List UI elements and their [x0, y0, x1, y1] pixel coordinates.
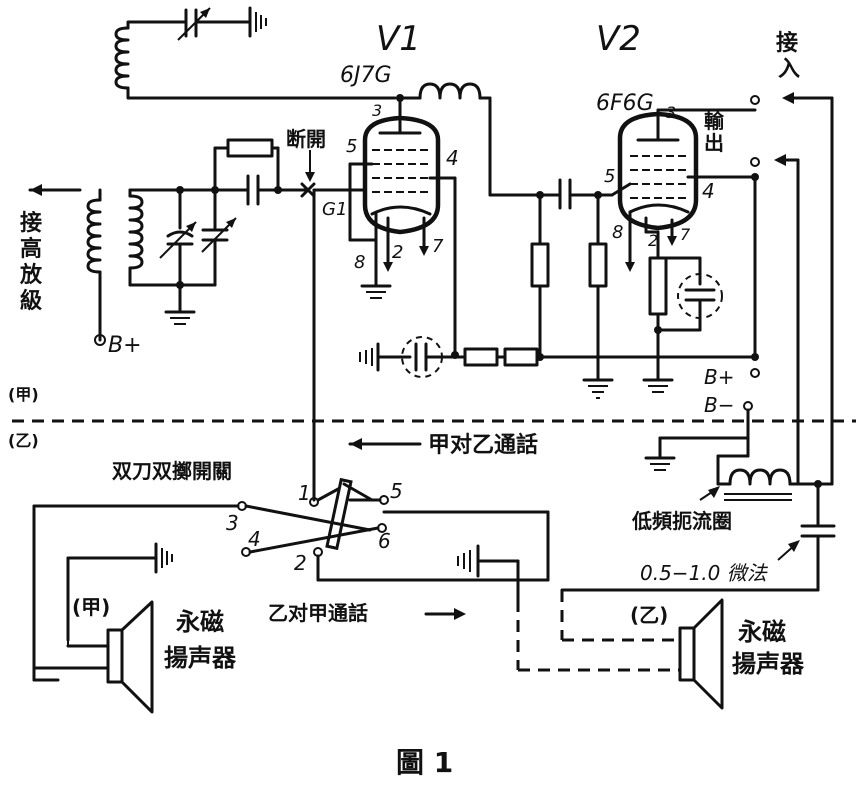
- left-arrow-to-hf: [28, 184, 82, 196]
- v2-pin-cathode: 8: [612, 222, 623, 243]
- v2-pin-screen: 4: [702, 179, 715, 203]
- dpdt-switch: [32, 188, 550, 682]
- v1-type-label: 6J7G: [340, 63, 392, 88]
- coupling-capacitor-input: [176, 174, 307, 206]
- choke-label: 低頻扼流圈: [631, 509, 732, 533]
- speaker-b: [516, 590, 724, 710]
- to-hf-amp-char-4: 級: [20, 288, 42, 314]
- interstage-coupling: [530, 178, 614, 399]
- to-hf-amp-char-1: 接: [20, 211, 42, 236]
- v2-pin-heater-b: 2: [648, 231, 658, 250]
- switch-terminal-6: 6: [378, 529, 391, 553]
- cathode-bypass-cap: [656, 256, 723, 332]
- b-minus-label: B−: [704, 393, 734, 417]
- plate-choke-coil: [398, 82, 562, 197]
- a-to-b-arrow: [348, 438, 422, 450]
- switch-terminal-4: 4: [248, 527, 261, 551]
- b-to-a-arrow: [424, 608, 466, 620]
- trimmer-capacitor: [177, 6, 267, 41]
- input-label-top: 接: [776, 31, 798, 56]
- v2-pin-plate: 3: [666, 103, 676, 122]
- v2-pin-heater-c: 7: [680, 225, 691, 244]
- v1-pin-plate: 3: [372, 101, 382, 120]
- speaker-a-ground: [66, 542, 173, 642]
- input-label-bottom: 入: [778, 57, 800, 82]
- v1-grid-label: G1: [322, 199, 347, 220]
- switch-terminal-2: 2: [294, 551, 307, 575]
- v1-pin-cathode: 4: [446, 146, 459, 170]
- b-plus-left-label: B+: [108, 333, 142, 358]
- v1-pin-screen: 5: [346, 136, 357, 157]
- speaker-b-name-1: 永磁: [738, 618, 786, 646]
- speaker-a-name-2: 揚声器: [164, 644, 237, 672]
- v1-ground-symbol: [360, 278, 392, 299]
- input-transformer: [86, 188, 237, 346]
- grid-leak-resistor: [213, 138, 280, 192]
- output-label-bottom: 出: [704, 131, 724, 155]
- tube-v2: [610, 108, 759, 393]
- v1-pin-heater-b: 2: [392, 242, 403, 263]
- antenna-coil: [114, 20, 397, 100]
- tube-v1: [348, 94, 457, 357]
- af-choke: [699, 436, 834, 501]
- v1-label: V1: [376, 19, 421, 59]
- a-to-b-label: 甲对乙通話: [428, 432, 538, 458]
- to-hf-amp-char-2: 高: [20, 236, 42, 262]
- switch-terminal-3: 3: [226, 511, 239, 535]
- v1-pin-heater-c: 7: [432, 236, 444, 257]
- switch-name-label: 双刀双擲開關: [112, 459, 232, 483]
- b-plus-right-label: B+: [704, 365, 734, 389]
- speaker-b-tag: (乙): [630, 603, 668, 627]
- break-switch-label: 断開: [286, 127, 326, 151]
- switch-terminal-1: 1: [298, 481, 311, 505]
- speaker-b-name-2: 揚声器: [732, 650, 805, 678]
- break-point-x: [300, 150, 367, 198]
- output-label-top: 輸: [704, 109, 725, 133]
- station-a-label: (甲): [8, 385, 39, 404]
- speaker-a-name-1: 永磁: [176, 608, 224, 636]
- station-b-label: (乙): [8, 431, 39, 450]
- v2-pin-grid: 5: [604, 166, 615, 187]
- v2-label: V2: [596, 19, 641, 59]
- speaker-a: [32, 600, 154, 714]
- decoupling-network: [359, 336, 757, 378]
- speaker-a-tag: (甲): [72, 595, 110, 619]
- coupling-capacitor-output: [560, 482, 836, 592]
- capacitor-value-label: 0.5−1.0 微法: [640, 561, 769, 585]
- input-arrows: [774, 92, 834, 486]
- b-to-a-label: 乙对甲通話: [268, 601, 368, 625]
- to-hf-amp-char-3: 放: [19, 262, 43, 288]
- v2-type-label: 6F6G: [596, 91, 654, 116]
- output-terminals: [644, 95, 760, 471]
- speaker-b-ground: [457, 544, 520, 602]
- figure-caption: 圖 1: [396, 746, 453, 779]
- switch-terminal-5: 5: [390, 479, 403, 503]
- v1-pin-heater-a: 8: [354, 252, 365, 273]
